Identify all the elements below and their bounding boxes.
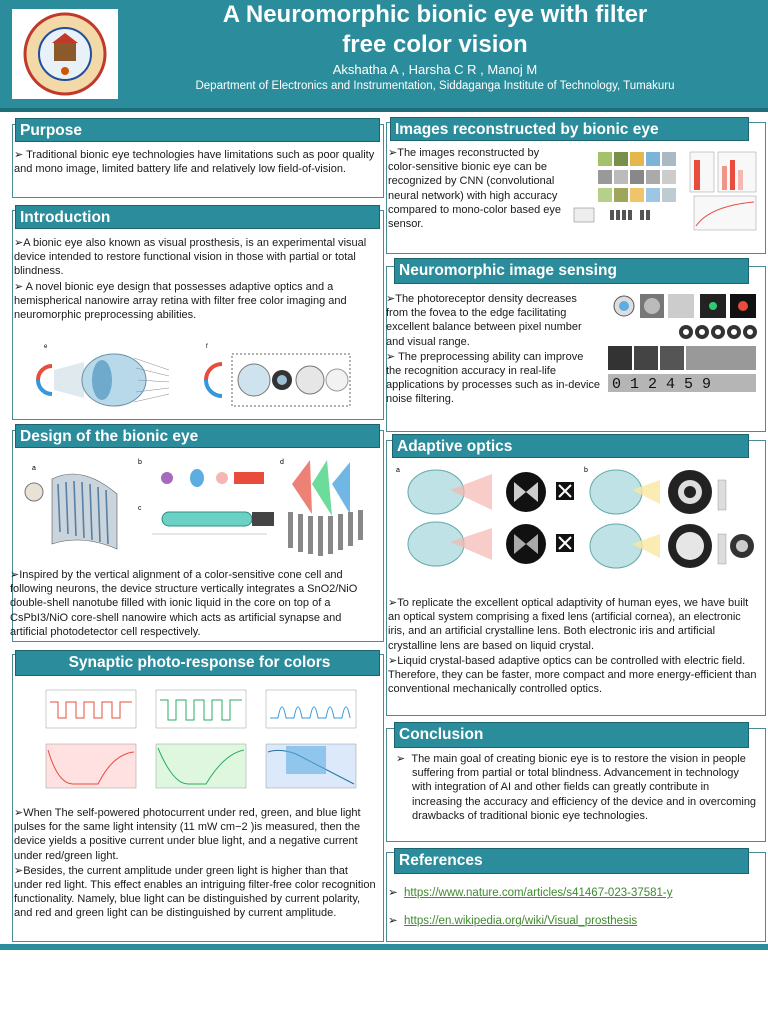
images-text: ➢The images reconstructed by color-sensi… — [388, 146, 568, 232]
references-heading: References — [394, 848, 749, 874]
fig-label-a2: a — [396, 467, 400, 474]
fig-label-b: b — [138, 459, 142, 466]
reference-link-nature[interactable]: https://www.nature.com/articles/s41467-0… — [404, 887, 673, 899]
adaptive-item: ➢Liquid crystal-based adaptive optics ca… — [388, 654, 757, 696]
fig-label-e: e — [44, 344, 48, 350]
conclusion-text: ➢ The main goal of creating bionic eye i… — [396, 752, 758, 824]
introduction-text: ➢A bionic eye also known as visual prost… — [14, 236, 376, 323]
references-list: ➢ https://www.nature.com/articles/s41467… — [388, 886, 758, 929]
authors: Akshatha A , Harsha C R , Manoj M — [332, 62, 538, 77]
fig-label-c: c — [138, 505, 142, 512]
purpose-heading: Purpose — [15, 118, 380, 142]
eye-structure-figure: e f — [34, 340, 354, 410]
fig-label-b2: b — [584, 467, 588, 474]
poster-title: A Neuromorphic bionic eye with filter fr… — [130, 0, 740, 60]
institute-logo — [12, 9, 118, 99]
footer-bar — [0, 944, 768, 950]
neuro-item: ➢ The preprocessing ability can improve … — [386, 350, 601, 406]
neuro-text: ➢The photoreceptor density decreases fro… — [386, 292, 600, 408]
introduction-item: ➢A bionic eye also known as visual prost… — [14, 237, 367, 278]
reference-link-wikipedia[interactable]: https://en.wikipedia.org/wiki/Visual_pro… — [404, 915, 638, 928]
neuro-heading: Neuromorphic image sensing — [394, 258, 749, 284]
reference-item: ➢ https://en.wikipedia.org/wiki/Visual_p… — [388, 915, 638, 928]
poster-header: A Neuromorphic bionic eye with filter fr… — [0, 0, 768, 108]
images-heading: Images reconstructed by bionic eye — [390, 117, 749, 141]
conclusion-heading: Conclusion — [394, 722, 749, 748]
introduction-item: ➢ A novel bionic eye design that possess… — [14, 280, 347, 322]
adaptive-item: ➢To replicate the excellent optical adap… — [388, 597, 749, 652]
reference-item: ➢ https://www.nature.com/articles/s41467… — [388, 887, 673, 899]
synaptic-text: ➢When The self-powered photocurrent unde… — [14, 806, 376, 922]
photoresponse-figure — [28, 684, 368, 802]
design-text: ➢Inspired by the vertical alignment of a… — [10, 568, 372, 640]
department: Department of Electronics and Instrument… — [195, 80, 675, 92]
adaptive-text: ➢To replicate the excellent optical adap… — [388, 596, 760, 697]
design-item: ➢Inspired by the vertical alignment of a… — [10, 569, 358, 638]
neuro-item: ➢The photoreceptor density decreases fro… — [386, 293, 582, 348]
reconstruction-figure — [570, 146, 760, 246]
device-structure-figure: a b c d — [22, 454, 376, 562]
title-line-1: A Neuromorphic bionic eye with filter — [222, 1, 648, 28]
images-item: ➢The images reconstructed by color-sensi… — [388, 147, 562, 231]
header-divider — [0, 108, 768, 112]
title-line-2: free color vision — [342, 31, 528, 58]
neuromorphic-figure: 0 1 2 4 5 9 — [606, 290, 760, 420]
introduction-heading: Introduction — [15, 205, 380, 229]
fig-label-f: f — [206, 344, 208, 350]
adaptive-heading: Adaptive optics — [392, 434, 749, 458]
adaptive-optics-figure: a b — [396, 464, 758, 594]
conclusion-item: ➢ The main goal of creating bionic eye i… — [396, 753, 757, 822]
digits-sample: 0 1 2 4 5 9 — [612, 376, 711, 393]
design-heading: Design of the bionic eye — [15, 424, 380, 448]
synaptic-item: ➢When The self-powered photocurrent unde… — [14, 807, 361, 862]
fig-label-a: a — [32, 465, 36, 472]
purpose-item: ➢ Traditional bionic eye technologies ha… — [14, 149, 375, 176]
fig-label-d: d — [280, 459, 284, 466]
synaptic-heading: Synaptic photo-response for colors — [15, 650, 380, 676]
purpose-text: ➢ Traditional bionic eye technologies ha… — [14, 148, 378, 177]
synaptic-item: ➢Besides, the current amplitude under gr… — [14, 864, 376, 920]
